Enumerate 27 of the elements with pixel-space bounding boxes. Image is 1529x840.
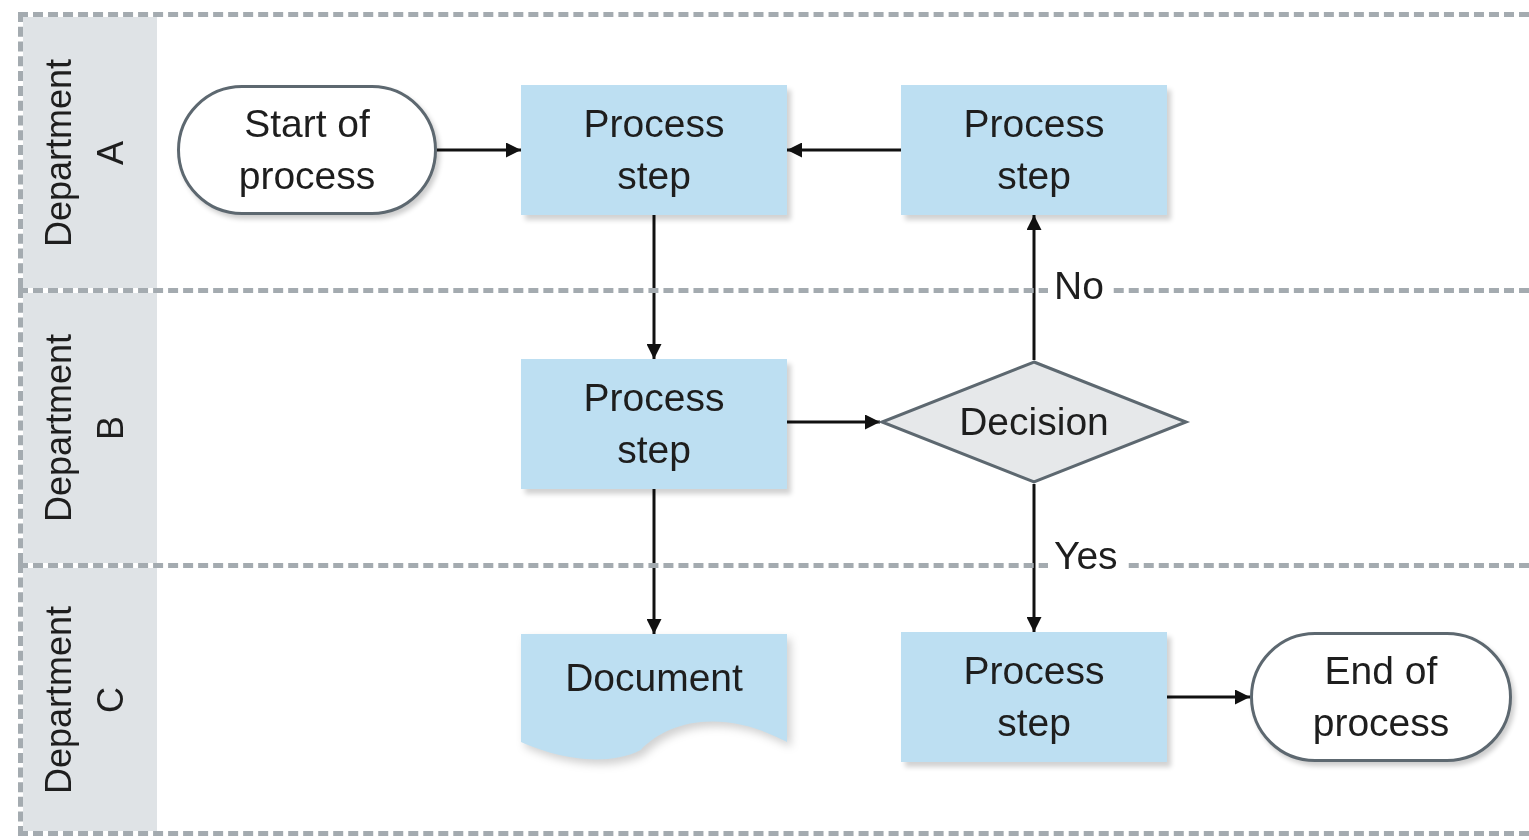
process-box [901, 632, 1167, 762]
arrow [646, 215, 662, 359]
node-label: Process step [582, 375, 726, 473]
node-label: Decision [959, 399, 1109, 445]
node-label: Start of process [237, 101, 377, 199]
lane-title: Department A [36, 57, 132, 249]
node-label: Document [565, 655, 743, 701]
arrow [1026, 484, 1042, 632]
terminator-shape [1250, 632, 1512, 762]
document-shape [521, 634, 787, 762]
lane-title: Department C [36, 604, 132, 796]
node-label: Process step [962, 648, 1106, 746]
process-box [521, 359, 787, 489]
node-label: Process step [582, 101, 726, 199]
terminator-shape [177, 85, 437, 215]
lane-title: Department B [36, 332, 132, 525]
process-box [901, 85, 1167, 215]
node-label: Process step [962, 101, 1106, 199]
arrow [1026, 215, 1042, 360]
decision-diamond [880, 360, 1188, 484]
process-box [521, 85, 787, 215]
node-label: End of process [1311, 648, 1451, 746]
arrow [437, 142, 521, 158]
arrow [646, 489, 662, 634]
arrow [787, 142, 901, 158]
arrow [1167, 689, 1250, 705]
arrow [787, 414, 880, 430]
